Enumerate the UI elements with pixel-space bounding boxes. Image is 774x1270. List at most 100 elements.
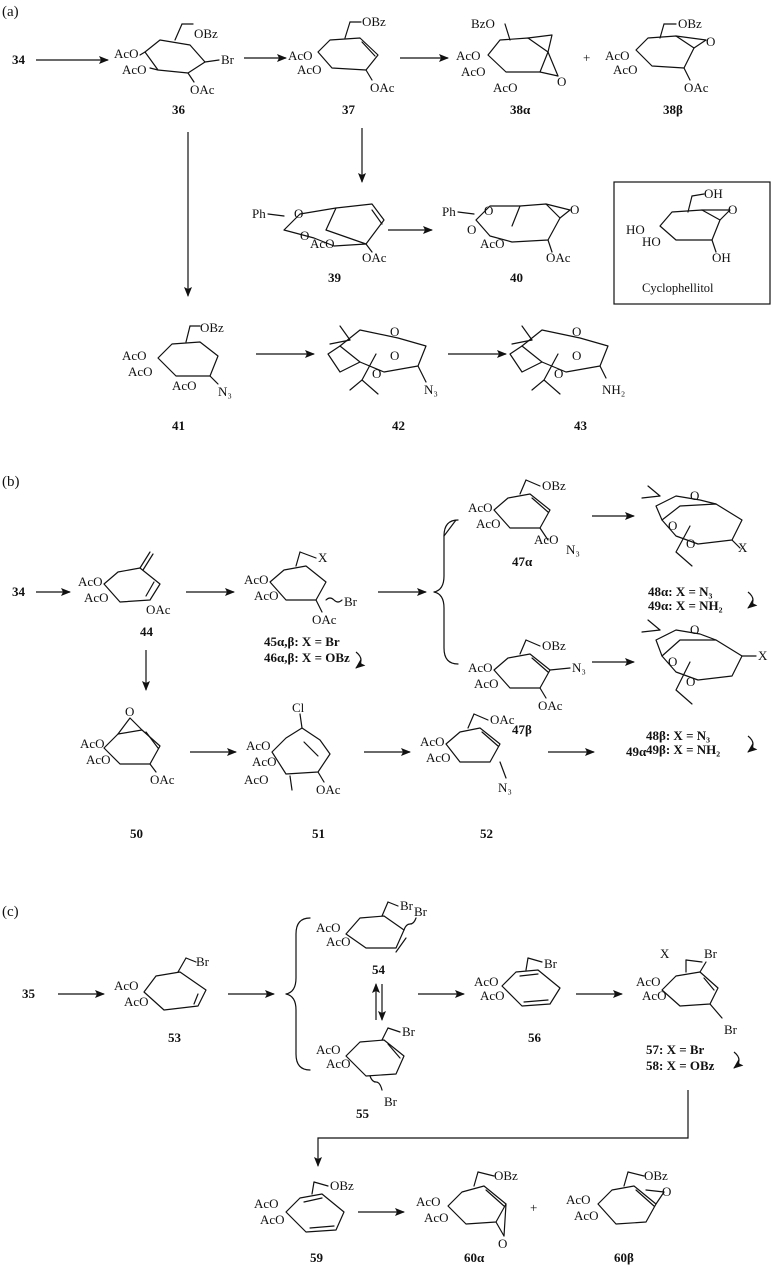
label-42: 42	[392, 418, 405, 433]
arrow-brace-top	[443, 519, 457, 537]
label-54: 54	[372, 962, 386, 977]
structure-41: OBz AcO AcO AcO N₃	[122, 320, 232, 399]
svg-text:AcO: AcO	[114, 46, 139, 61]
svg-text:O: O	[668, 654, 677, 669]
structure-57-58: X Br AcO AcO Br	[636, 946, 738, 1037]
svg-text:AcO: AcO	[326, 934, 351, 949]
panel-label-c: (c)	[2, 904, 19, 920]
svg-text:Ph: Ph	[442, 204, 456, 219]
svg-text:AcO: AcO	[416, 1194, 441, 1209]
svg-text:N₃: N₃	[572, 660, 586, 675]
label-36: 36	[172, 102, 186, 117]
label-40: 40	[510, 270, 523, 285]
svg-text:OAc: OAc	[362, 250, 387, 265]
curved-arrow-57-58	[733, 1051, 744, 1069]
arrow-58-to-59	[314, 1090, 689, 1167]
svg-text:O: O	[662, 1184, 671, 1199]
svg-text:N₃: N₃	[498, 780, 512, 795]
svg-text:AcO: AcO	[244, 772, 269, 787]
label-47a: 47α	[512, 554, 533, 569]
structure-38a: BzO AcO AcO AcO O	[456, 16, 566, 95]
svg-text:AcO: AcO	[424, 1210, 449, 1225]
panel-label-a: (a)	[2, 4, 19, 20]
svg-text:AcO: AcO	[86, 752, 111, 767]
svg-text:AcO: AcO	[476, 516, 501, 531]
label-59: 59	[310, 1250, 324, 1265]
svg-text:Cl: Cl	[292, 700, 305, 715]
label-58: 58: X = OBz	[646, 1058, 715, 1073]
label-46: 46α,β: X = OBz	[264, 650, 350, 665]
svg-text:Br: Br	[414, 904, 428, 919]
structure-44: AcO AcO OAc	[78, 551, 171, 617]
svg-text:OBz: OBz	[494, 1168, 518, 1183]
svg-text:AcO: AcO	[254, 588, 279, 603]
svg-text:O: O	[390, 348, 399, 363]
svg-text:AcO: AcO	[128, 364, 153, 379]
svg-text:AcO: AcO	[480, 988, 505, 1003]
svg-text:Br: Br	[400, 898, 414, 913]
structure-38b: OBz O AcO AcO OAc	[605, 16, 715, 95]
svg-text:O: O	[300, 228, 309, 243]
label-57: 57: X = Br	[646, 1042, 705, 1057]
svg-text:OAc: OAc	[490, 712, 515, 727]
svg-text:NH₂: NH₂	[602, 382, 625, 397]
svg-text:Br: Br	[704, 946, 718, 961]
svg-text:OAc: OAc	[316, 782, 341, 797]
svg-text:AcO: AcO	[252, 754, 277, 769]
start-compound-b: 34	[12, 584, 26, 599]
svg-text:AcO: AcO	[426, 750, 451, 765]
label-50: 50	[130, 826, 143, 841]
svg-text:OBz: OBz	[194, 26, 218, 41]
label-43: 43	[574, 418, 588, 433]
svg-text:O: O	[557, 74, 566, 89]
svg-text:BzO: BzO	[471, 16, 495, 31]
start-compound-a: 34	[12, 52, 26, 67]
svg-text:OAc: OAc	[370, 80, 395, 95]
svg-text:AcO: AcO	[480, 236, 505, 251]
svg-text:Br: Br	[402, 1024, 416, 1039]
svg-text:AcO: AcO	[493, 80, 518, 95]
svg-text:OAc: OAc	[684, 80, 709, 95]
structure-43: O O O NH₂	[509, 324, 625, 397]
svg-text:AcO: AcO	[461, 64, 486, 79]
svg-text:Br: Br	[344, 594, 358, 609]
structure-39: Ph O O AcO OAc	[252, 203, 387, 265]
svg-text:AcO: AcO	[468, 660, 493, 675]
svg-text:Ph: Ph	[252, 206, 266, 221]
svg-text:AcO: AcO	[260, 1212, 285, 1227]
svg-text:Br: Br	[221, 52, 235, 67]
svg-text:OAc: OAc	[538, 698, 563, 713]
svg-text:X: X	[318, 550, 328, 565]
svg-text:O: O	[554, 366, 563, 381]
label-60a: 60α	[464, 1250, 485, 1265]
structure-56: Br AcO AcO	[474, 956, 561, 1007]
svg-text:OBz: OBz	[644, 1168, 668, 1183]
svg-text:O: O	[572, 324, 581, 339]
svg-text:N₃: N₃	[424, 382, 438, 397]
svg-text:O: O	[467, 222, 476, 237]
label-52: 52	[480, 826, 493, 841]
svg-text:O: O	[686, 536, 695, 551]
svg-text:AcO: AcO	[468, 500, 493, 515]
svg-text:O: O	[484, 203, 493, 218]
structure-53: Br AcO AcO	[114, 954, 210, 1011]
svg-text:AcO: AcO	[326, 1056, 351, 1071]
svg-text:AcO: AcO	[244, 572, 269, 587]
structure-50: O AcO AcO OAc	[80, 704, 175, 787]
svg-text:AcO: AcO	[124, 994, 149, 1009]
svg-text:OBz: OBz	[542, 478, 566, 493]
svg-text:AcO: AcO	[566, 1192, 591, 1207]
svg-text:AcO: AcO	[297, 62, 322, 77]
panel-label-b: (b)	[2, 474, 20, 490]
svg-text:OBz: OBz	[362, 14, 386, 29]
structure-36: OBz AcO AcO OAc Br	[114, 23, 235, 97]
structure-54: Br Br AcO AcO	[316, 898, 428, 953]
svg-text:O: O	[372, 366, 381, 381]
label-47b: 47β	[512, 722, 532, 737]
svg-text:X: X	[758, 648, 768, 663]
structure-48b-49b: O O O X	[641, 619, 768, 705]
svg-text:O: O	[706, 34, 715, 49]
inset-caption: Cyclophellitol	[642, 281, 714, 295]
cyclophellitol-inset: OH HO HO OH O Cyclophellitol	[613, 181, 771, 305]
